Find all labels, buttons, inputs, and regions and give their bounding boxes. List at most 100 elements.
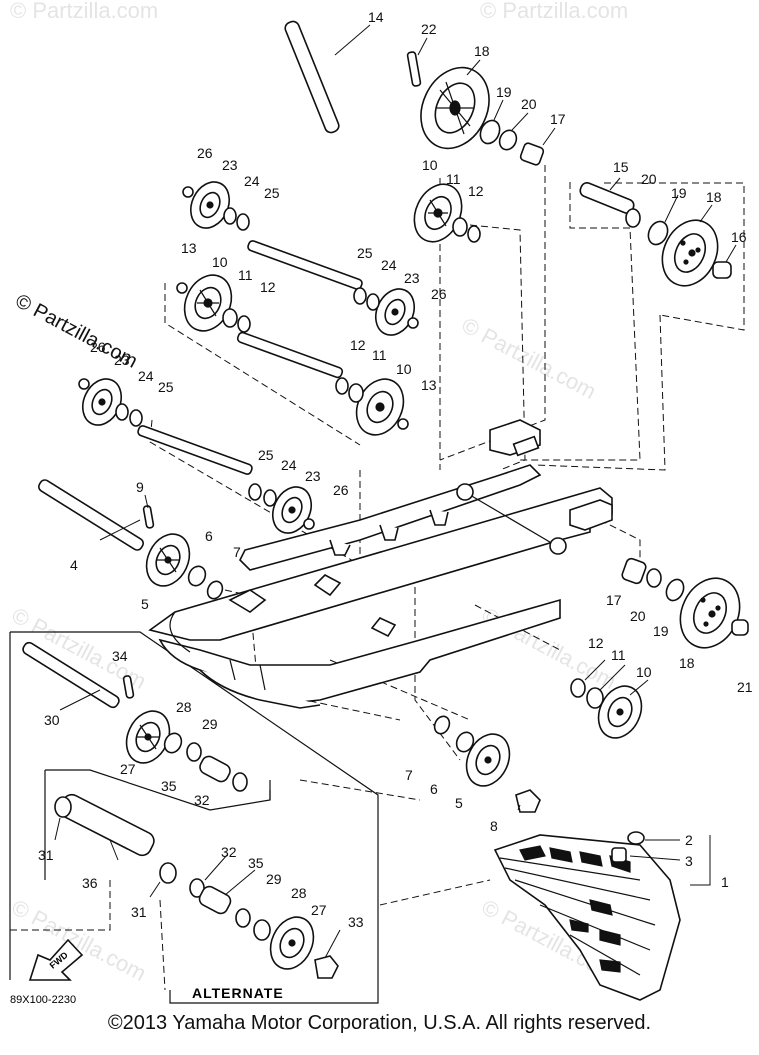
- part-label-p5a[interactable]: 5: [141, 596, 149, 612]
- part-label-p28a[interactable]: 28: [176, 699, 192, 715]
- part-label-p9[interactable]: 9: [136, 479, 144, 495]
- part-label-p27b[interactable]: 27: [311, 902, 327, 918]
- part-label-p2[interactable]: 2: [685, 832, 693, 848]
- part-label-p11d[interactable]: 11: [611, 647, 626, 663]
- part-label-p26a[interactable]: 26: [197, 145, 213, 161]
- washers-and-bearings: [54, 119, 749, 979]
- part-label-p19a[interactable]: 19: [496, 84, 512, 100]
- part-label-p20c[interactable]: 20: [630, 608, 646, 624]
- part-label-p15[interactable]: 15: [613, 159, 629, 175]
- part-label-p6a[interactable]: 6: [205, 528, 213, 544]
- shaft-36: [59, 793, 155, 857]
- part-label-p11a[interactable]: 11: [446, 171, 461, 187]
- part-label-p24b[interactable]: 24: [381, 257, 397, 273]
- wheel-23d: [271, 486, 313, 534]
- wheel-23c: [81, 378, 123, 426]
- part-label-p18c[interactable]: 18: [679, 655, 695, 671]
- pin-22: [406, 51, 422, 87]
- leader-lines: [54, 24, 737, 959]
- part-label-p19c[interactable]: 19: [653, 623, 669, 639]
- part-label-p35b[interactable]: 35: [248, 855, 264, 871]
- track-assembly: [493, 831, 681, 1001]
- part-label-p16[interactable]: 16: [731, 229, 747, 245]
- fwd-arrow: FWD: [28, 938, 84, 981]
- part-label-p19b[interactable]: 19: [671, 185, 687, 201]
- shaft-15: [579, 182, 635, 214]
- part-label-p23d[interactable]: 23: [305, 468, 321, 484]
- part-label-p25c[interactable]: 25: [158, 379, 174, 395]
- pin-9: [142, 505, 155, 529]
- part-label-p24c[interactable]: 24: [138, 368, 154, 384]
- part-label-p12a[interactable]: 12: [468, 183, 484, 199]
- part-label-p22[interactable]: 22: [421, 21, 437, 37]
- part-label-p12d[interactable]: 12: [588, 635, 604, 651]
- wheel-18-top: [420, 66, 490, 150]
- part-label-p11b[interactable]: 11: [238, 267, 253, 283]
- part-label-p10d[interactable]: 10: [636, 664, 652, 680]
- part-label-p31b[interactable]: 31: [131, 904, 147, 920]
- part-label-p20b[interactable]: 20: [641, 171, 657, 187]
- part-label-p10c[interactable]: 10: [396, 361, 412, 377]
- part-label-p13a[interactable]: 13: [181, 240, 197, 256]
- part-label-p8[interactable]: 8: [490, 818, 498, 834]
- part-label-p17a[interactable]: 17: [550, 111, 566, 127]
- wheels: [81, 66, 741, 970]
- part-label-p23a[interactable]: 23: [222, 157, 238, 173]
- part-label-p29a[interactable]: 29: [202, 716, 218, 732]
- part-label-p20a[interactable]: 20: [521, 96, 537, 112]
- part-label-p23c[interactable]: 23: [114, 352, 130, 368]
- part-label-p18a[interactable]: 18: [474, 43, 490, 59]
- wheel-27b: [269, 916, 315, 970]
- part-label-p10a[interactable]: 10: [422, 157, 438, 173]
- watermark-text: © Partzilla.com: [458, 312, 601, 404]
- part-label-p3[interactable]: 3: [685, 853, 693, 869]
- wheel-10a: [413, 183, 463, 243]
- alternate-label: ALTERNATE: [192, 985, 284, 1001]
- part-label-p27a[interactable]: 27: [120, 761, 136, 777]
- part-label-p6b[interactable]: 6: [430, 781, 438, 797]
- part-label-p10b[interactable]: 10: [212, 254, 228, 270]
- part-label-p26d[interactable]: 26: [333, 482, 349, 498]
- part-label-p13b[interactable]: 13: [421, 377, 437, 393]
- part-label-p28b[interactable]: 28: [291, 885, 307, 901]
- part-label-p7b[interactable]: 7: [405, 767, 413, 783]
- part-label-p25b[interactable]: 25: [357, 245, 373, 261]
- part-number-labels: 14 22 18 19 20 17 26 23 24 25 10 11 12 1…: [38, 9, 753, 930]
- part-label-p30[interactable]: 30: [44, 712, 60, 728]
- part-label-p25d[interactable]: 25: [258, 447, 274, 463]
- part-label-p24a[interactable]: 24: [244, 173, 260, 189]
- part-label-p7a[interactable]: 7: [233, 544, 241, 560]
- part-label-p36[interactable]: 36: [82, 875, 98, 891]
- part-label-p35a[interactable]: 35: [161, 778, 177, 794]
- part-label-p12b[interactable]: 12: [260, 279, 276, 295]
- part-label-p32b[interactable]: 32: [221, 844, 237, 860]
- watermark-text: © Partzilla.com: [10, 0, 158, 23]
- part-label-p12c[interactable]: 12: [350, 337, 366, 353]
- part-label-p25a[interactable]: 25: [264, 185, 280, 201]
- part-label-p5b[interactable]: 5: [455, 795, 463, 811]
- part-label-p1[interactable]: 1: [721, 874, 729, 890]
- shaft-4: [38, 479, 144, 551]
- part-label-p14[interactable]: 14: [368, 9, 384, 25]
- wheel-23b: [374, 288, 416, 336]
- slide-rail-frame: [148, 419, 613, 709]
- part-label-p32a[interactable]: 32: [194, 792, 210, 808]
- part-label-p29b[interactable]: 29: [266, 871, 282, 887]
- diagram-code: 89X100-2230: [10, 994, 76, 1006]
- wheel-10b: [183, 274, 233, 332]
- part-label-p24d[interactable]: 24: [281, 457, 297, 473]
- part-label-p26b[interactable]: 26: [431, 286, 447, 302]
- part-label-p11c[interactable]: 11: [372, 347, 387, 363]
- part-label-p33[interactable]: 33: [348, 914, 364, 930]
- part-label-p34[interactable]: 34: [112, 648, 128, 664]
- part-label-p18b[interactable]: 18: [706, 189, 722, 205]
- part-label-p4[interactable]: 4: [70, 557, 78, 573]
- part-label-p26c[interactable]: 26: [90, 339, 106, 355]
- part-label-p17b[interactable]: 17: [606, 592, 622, 608]
- part-label-p31a[interactable]: 31: [38, 847, 54, 863]
- part-label-p23b[interactable]: 23: [404, 270, 420, 286]
- shaft-upper-3: [137, 425, 253, 475]
- part-label-p21[interactable]: 21: [737, 679, 753, 695]
